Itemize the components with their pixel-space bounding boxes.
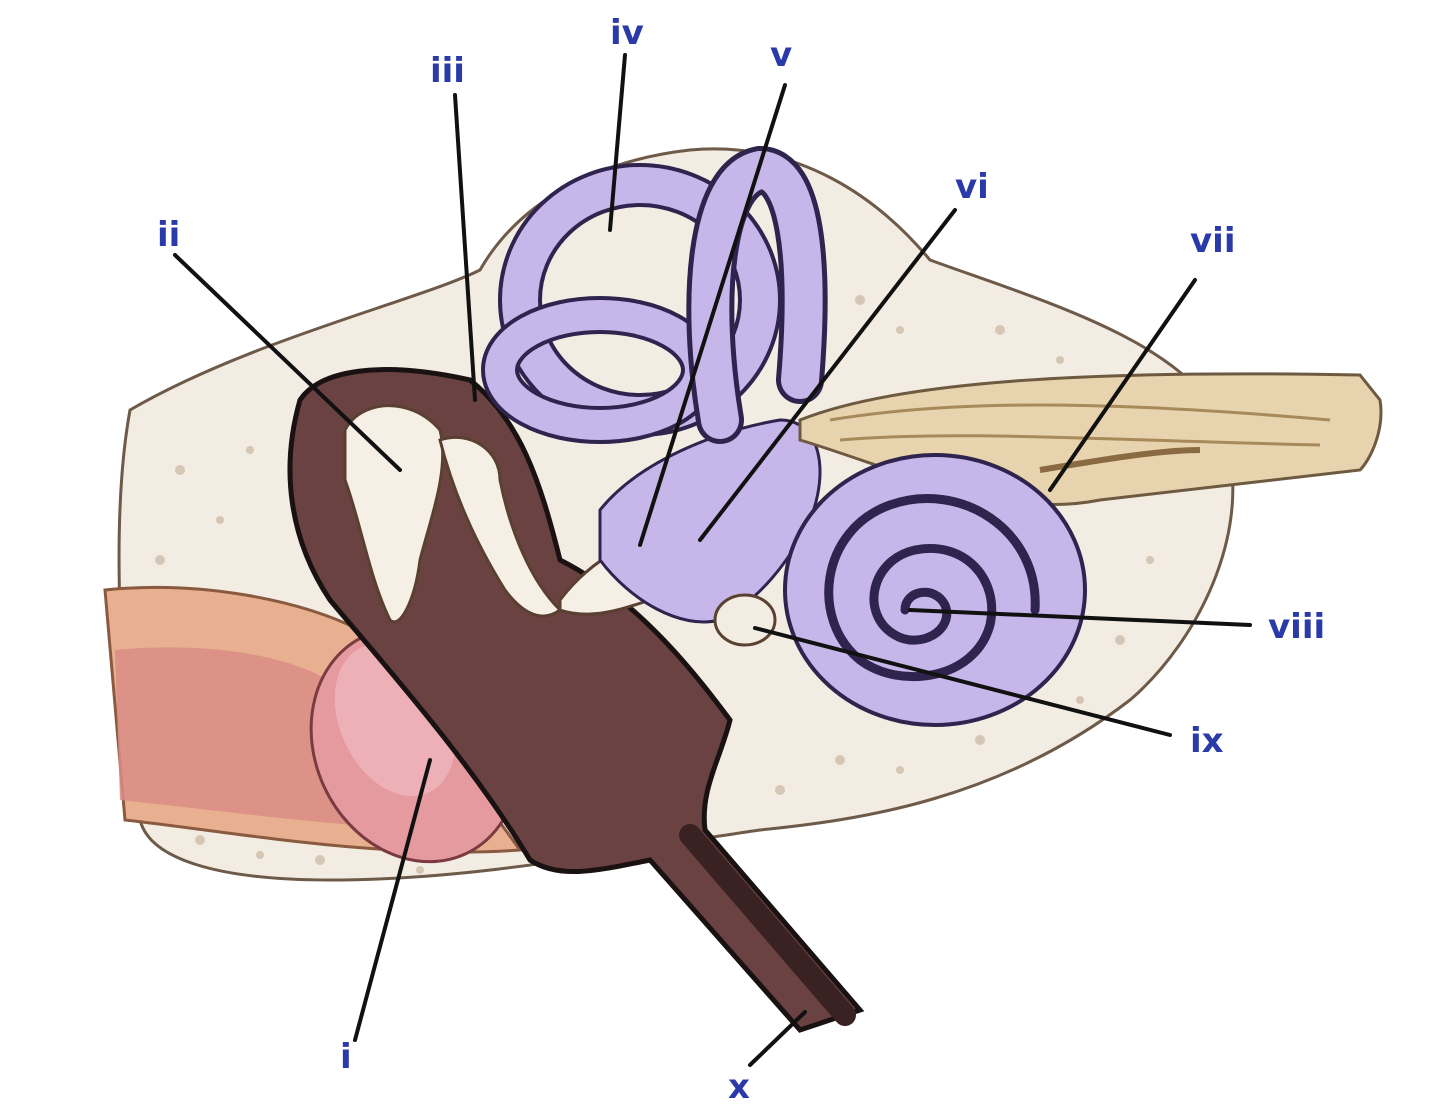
label-viii: viii — [1268, 607, 1325, 647]
malleus — [343, 404, 445, 624]
label-vi: vi — [955, 167, 989, 207]
label-ii: ii — [157, 215, 180, 255]
label-iii: iii — [430, 51, 465, 91]
leader-lines — [173, 53, 1252, 1067]
label-iv: iv — [610, 13, 644, 53]
label-ix: ix — [1190, 721, 1224, 761]
label-v: v — [770, 35, 792, 75]
label-i: i — [340, 1037, 352, 1077]
label-x: x — [728, 1067, 750, 1107]
cochlear-spiral — [824, 494, 1040, 682]
cochlea — [783, 453, 1087, 727]
round-window — [713, 593, 777, 647]
bone-speckles — [155, 295, 1154, 874]
label-vii: vii — [1190, 221, 1235, 261]
labels: i ii iii iv v vi vii viii ix x — [157, 13, 1325, 1107]
eustachian-tube — [679, 824, 856, 1026]
